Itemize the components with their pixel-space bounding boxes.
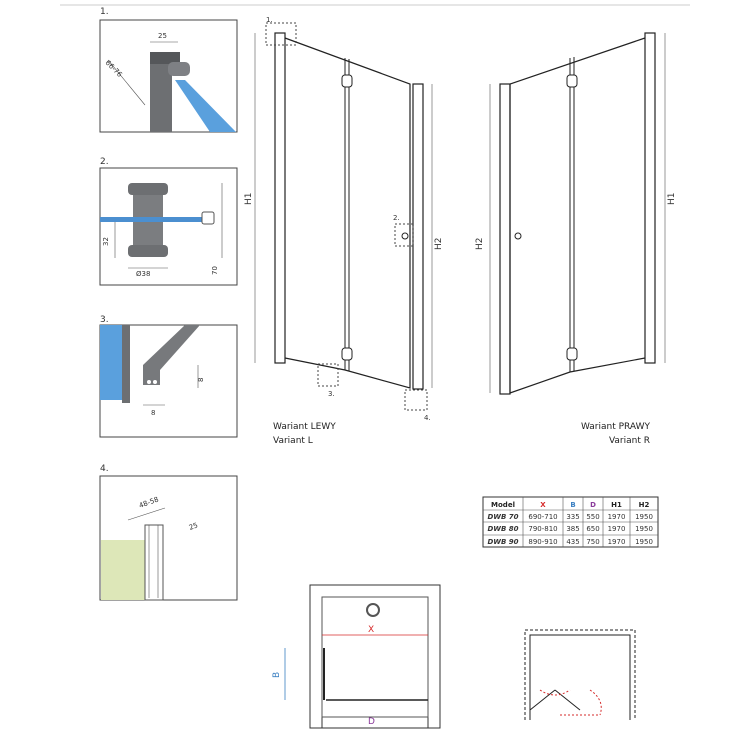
dim-25: 25: [158, 32, 167, 40]
table-header: H1: [611, 501, 622, 509]
dim-8-height: 8: [197, 378, 205, 382]
left-variant-drawing: H1 H2 1. 2. 3. 4. Wariant LEWY Variant L: [244, 16, 444, 446]
right-variant-drawing: H2 H1 Wariant PRAWY Variant R: [475, 32, 677, 446]
table-cell: 550: [586, 513, 599, 521]
plan-b-label: B: [272, 672, 282, 678]
callout-1: 1.: [266, 16, 273, 24]
detail-3: 3. 8 8: [99, 315, 238, 438]
table-cell: 650: [586, 525, 599, 533]
left-h1-label: H1: [244, 193, 254, 206]
callout-2: 2.: [393, 214, 400, 222]
table-cell: 890-910: [528, 538, 557, 546]
table-cell: 790-810: [528, 525, 557, 533]
dim-32: 32: [102, 237, 110, 246]
plan-d-label: D: [368, 717, 375, 727]
door-swing-plan: [524, 629, 636, 720]
table-cell: 1950: [635, 525, 653, 533]
detail-1: 1. 25 66-76: [99, 7, 238, 133]
left-h2-label: H2: [434, 238, 444, 251]
table-header: Model: [491, 501, 515, 509]
table-cell: 1970: [608, 513, 626, 521]
table-cell: 750: [586, 538, 599, 546]
left-variant-title: Wariant LEWY: [273, 422, 336, 432]
table-header: H2: [639, 501, 650, 509]
dim-diameter-38: Ø38: [136, 270, 150, 278]
dim-8-width: 8: [151, 409, 155, 417]
callout-3: 3.: [328, 390, 335, 398]
right-variant-title: Wariant PRAWY: [581, 422, 651, 432]
table-cell: 1950: [635, 513, 653, 521]
table-header: X: [540, 501, 546, 509]
plan-view: X B D: [272, 584, 441, 729]
right-h2-label: H2: [475, 238, 485, 251]
table-cell: 1970: [608, 538, 626, 546]
table-cell: 1950: [635, 538, 653, 546]
detail-1-number: 1.: [100, 7, 109, 17]
table-cell: DWB 90: [487, 538, 518, 546]
detail-2: 2. 32 Ø38 70: [99, 157, 238, 286]
table-cell: DWB 70: [487, 513, 518, 521]
table-cell: 1970: [608, 525, 626, 533]
detail-2-number: 2.: [100, 157, 109, 167]
dim-70: 70: [211, 266, 219, 275]
detail-3-number: 3.: [100, 315, 109, 325]
left-variant-subtitle: Variant L: [273, 436, 313, 446]
table-cell: 335: [566, 513, 579, 521]
dim-25-depth: 25: [188, 521, 199, 532]
table-cell: 435: [566, 538, 579, 546]
plan-x-label: X: [368, 625, 374, 635]
table-header: B: [570, 501, 575, 509]
right-h1-label: H1: [667, 193, 677, 206]
callout-4: 4.: [424, 414, 431, 422]
detail-4: 4. 48-58 25: [99, 464, 238, 601]
detail-4-number: 4.: [100, 464, 109, 474]
table-cell: 690-710: [528, 513, 557, 521]
right-variant-subtitle: Variant R: [609, 436, 650, 446]
table-header: D: [590, 501, 596, 509]
table-cell: 385: [566, 525, 579, 533]
table-cell: DWB 80: [487, 525, 518, 533]
